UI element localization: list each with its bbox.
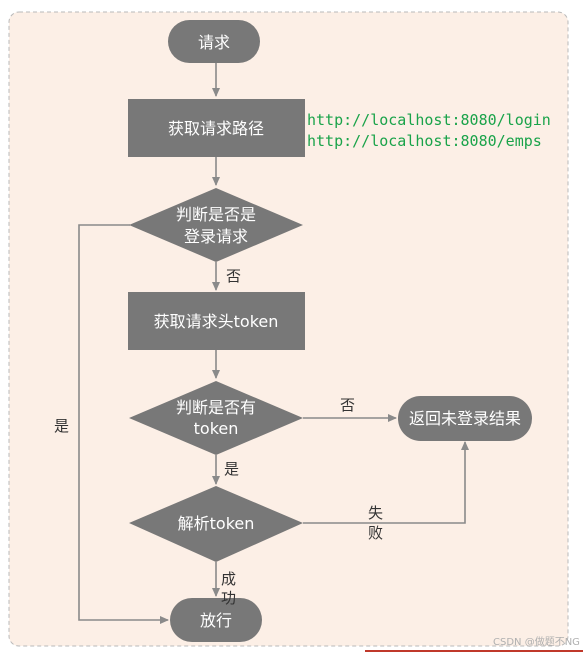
node-has-token: 判断是否有 token [129,381,303,455]
edges [78,63,469,624]
node-start-label: 请求 [198,33,230,52]
edge-label-fail-1: 失 [368,504,383,522]
node-has-token-line2: token [194,419,239,438]
node-get-token: 获取请求头token [128,292,305,350]
edge-label-no-2: 否 [340,396,355,414]
node-parse-token: 解析token [129,486,303,562]
edge-label-yes-2: 是 [224,460,239,478]
node-allow-label: 放行 [200,611,232,630]
edge-label-success-2: 功 [221,589,236,607]
node-is-login: 判断是否是 登录请求 [129,188,303,262]
node-parse-token-label: 解析token [178,514,255,533]
node-is-login-line1: 判断是否是 [176,205,256,224]
node-allow: 放行 [170,598,262,642]
watermark: CSDN @做题不NG [493,635,580,648]
node-get-token-label: 获取请求头token [154,312,279,331]
node-get-path: 获取请求路径 [128,99,305,157]
node-get-path-label: 获取请求路径 [168,119,264,138]
node-not-logged-in-label: 返回未登录结果 [409,409,521,428]
edge-islogin-yes-to-allow [78,224,169,624]
edge-label-no-1: 否 [226,267,241,285]
url-emps: http://localhost:8080/emps [307,132,542,150]
edge-label-fail-2: 败 [368,524,383,542]
edge-label-yes-1: 是 [54,417,69,435]
node-is-login-line2: 登录请求 [184,227,248,246]
edge-parse-fail-to-notlogged [303,441,469,524]
node-not-logged-in: 返回未登录结果 [398,396,532,441]
edge-label-success-1: 成 [221,570,236,588]
node-has-token-line1: 判断是否有 [176,398,256,417]
node-start: 请求 [168,20,260,63]
url-login: http://localhost:8080/login [307,111,551,129]
